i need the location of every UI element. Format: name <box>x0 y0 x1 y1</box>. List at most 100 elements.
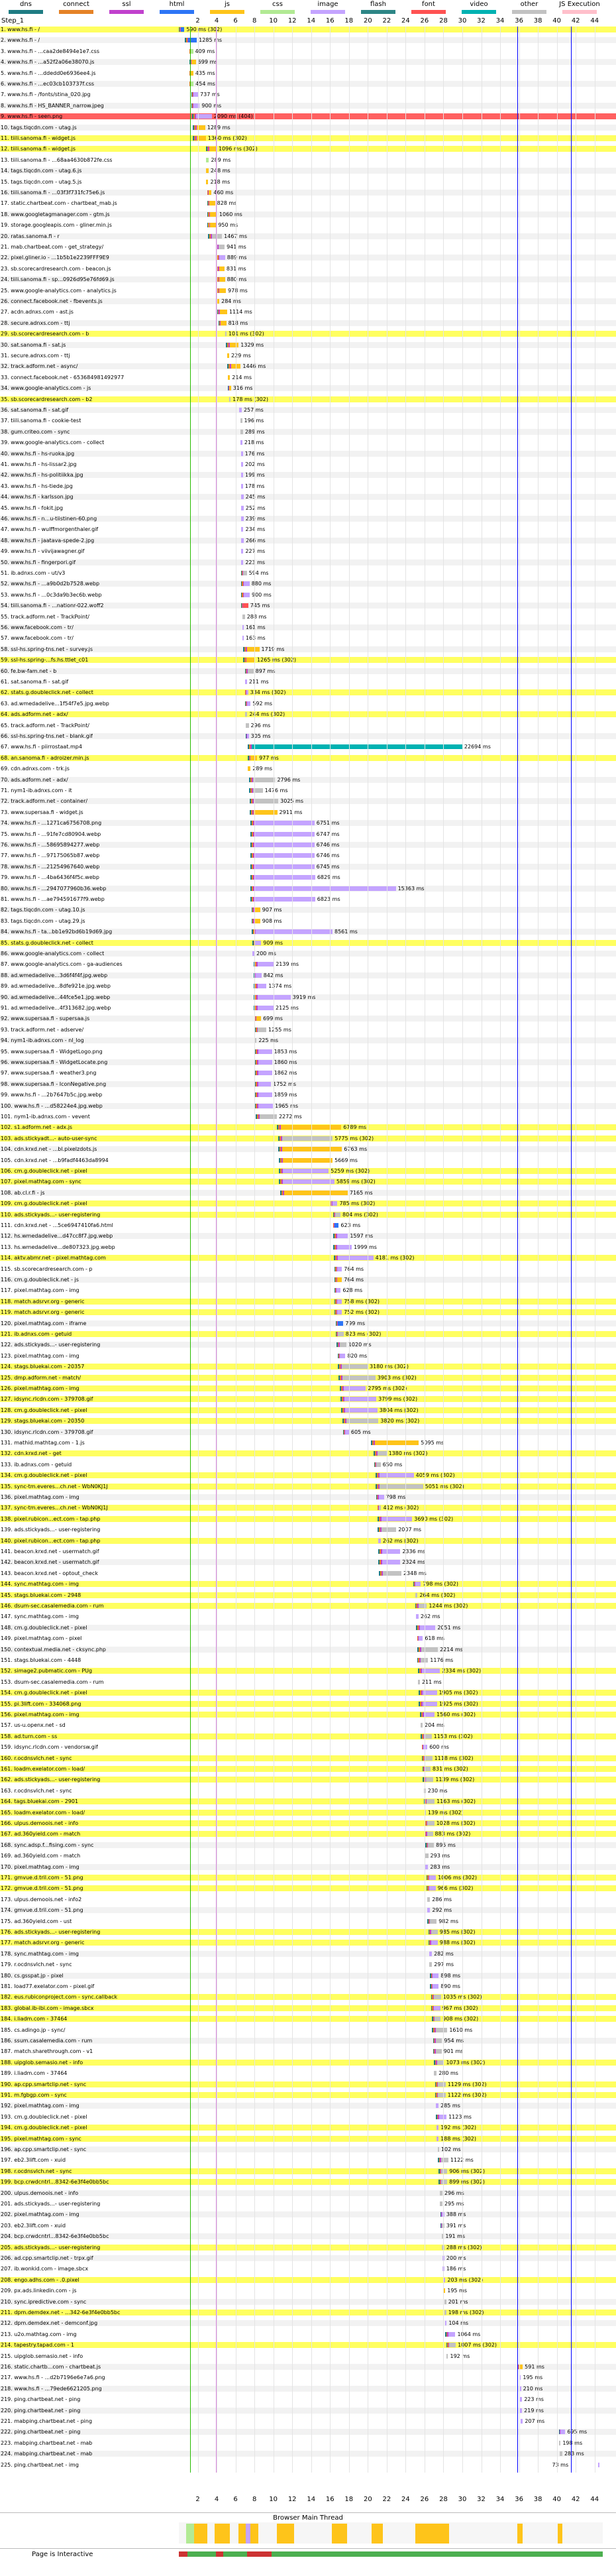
request-label[interactable]: 1. www.hs.fi - / <box>1 27 40 32</box>
request-label[interactable]: 58. ssl-hs.spring-tns.net - survey.js <box>1 646 93 652</box>
request-label[interactable]: 220. ping.chartbeat.net - ping <box>1 2407 81 2414</box>
request-label[interactable]: 219. ping.chartbeat.net - ping <box>1 2396 81 2403</box>
request-label[interactable]: 21. mab.chartbeat.com - get_strategy/ <box>1 244 104 250</box>
request-label[interactable]: 207. ib.wonkid.com - image.sbcx <box>1 2266 89 2272</box>
request-label[interactable]: 215. uipglob.semasio.net - info <box>1 2353 83 2359</box>
request-row[interactable]: 1. www.hs.fi - /590 ms (302) <box>0 27 616 32</box>
request-label[interactable]: 66. ssl-hs.spring-tns.net - blank.gif <box>1 733 93 739</box>
request-label[interactable]: 158. ad.turn.com - ss <box>1 1733 58 1739</box>
request-label[interactable]: 12. tiili.sanoma.fi - widget.js <box>1 146 76 152</box>
request-label[interactable]: 114. aktv.abmr.net - pixel.mathtag.com <box>1 1255 106 1261</box>
request-label[interactable]: 183. global.ib-ibi.com - image.sbcx <box>1 2005 94 2011</box>
request-label[interactable]: 27. acdn.adnxs.com - ast.js <box>1 309 74 316</box>
request-label[interactable]: 209. px.ads.linkedin.com - js <box>1 2288 77 2294</box>
request-row[interactable]: 25. www.google-analytics.com - analytics… <box>0 288 616 294</box>
request-label[interactable]: 91. ad.wmedadelive...4f313682.jpg.webp <box>1 1005 111 1011</box>
request-label[interactable]: 202. pixel.mathtag.com - img <box>1 2211 79 2218</box>
request-label[interactable]: 82. tags.tiqcdn.com - utag.10.js <box>1 907 85 913</box>
request-label[interactable]: 132. cdn.krxd.net - get <box>1 1450 62 1457</box>
request-label[interactable]: 49. www.hs.fi - viivijawagner.gif <box>1 548 85 555</box>
request-label[interactable]: 133. ib.adnxs.com - getuid <box>1 1461 72 1468</box>
request-label[interactable]: 106. cm.g.doubleclick.net - pixel <box>1 1168 87 1174</box>
request-label[interactable]: 223. mabping.chartbeat.net - mab <box>1 2439 93 2446</box>
request-label[interactable]: 213. u2o.mathtag.com - img <box>1 2331 77 2337</box>
request-label[interactable]: 83. tags.tiqcdn.com - utag.29.js <box>1 917 85 924</box>
request-row[interactable]: 22. pixel.gliner.io - ...1b5b1e2239FFF9E… <box>0 255 616 261</box>
request-label[interactable]: 112. hs.wmedadelive...d47cc8f7.jpg.webp <box>1 1233 113 1240</box>
request-row[interactable]: 70. ads.adform.net - adx/2796 ms <box>0 776 616 783</box>
request-label[interactable]: 109. cm.g.doubleclick.net - pixel <box>1 1200 87 1207</box>
request-label[interactable]: 92. www.supersaa.fi - supersaa.js <box>1 1016 90 1022</box>
request-row[interactable]: 165. loadm.exelator.com - load/139 ms (3… <box>0 1809 616 1816</box>
request-label[interactable]: 211. dpm.demdex.net - ...342-6e3f4e0bb5b… <box>1 2310 121 2315</box>
request-row[interactable]: 65. track.adform.net - TrackPoint/296 ms <box>0 723 616 729</box>
request-label[interactable]: 5. www.hs.fi - ...ddedd0e6936ee4.js <box>1 70 96 76</box>
request-label[interactable]: 171. gmvue.d.tril.com - 51.png <box>1 1875 83 1881</box>
request-label[interactable]: 47. www.hs.fi - wulffmorgenthaler.gif <box>1 526 99 533</box>
request-label[interactable]: 199. bcp.crwdcntrl...8342-6e3f4e0bb5bc <box>1 2179 109 2186</box>
request-label[interactable]: 160. r.ocdnsvlch.net - sync <box>1 1755 72 1761</box>
request-row[interactable]: 125. dmp.adform.net - match/3903 ms (302… <box>0 1374 616 1381</box>
request-label[interactable]: 174. gmvue.d.tril.com - 51.png <box>1 1907 83 1914</box>
request-label[interactable]: 110. ads.stickyads...- user-registering <box>1 1211 101 1218</box>
request-row[interactable]: 72. track.adform.net - container/3025 ms <box>0 798 616 805</box>
request-label[interactable]: 51. ib.adnxs.com - ut/v3 <box>1 570 66 576</box>
request-label[interactable]: 150. contextual.media.net - cksync.php <box>1 1646 106 1653</box>
request-row[interactable]: 211. dpm.demdex.net - ...342-6e3f4e0bb5b… <box>0 2310 616 2315</box>
request-label[interactable]: 80. www.hs.fi - ...2947077960b36.webp <box>1 885 107 892</box>
request-row[interactable]: 21. mab.chartbeat.com - get_strategy/941… <box>0 244 616 250</box>
request-row[interactable]: 24. tiili.sanoma.fi - sp...0926d95e76fd6… <box>0 276 616 283</box>
request-label[interactable]: 163. r.ocdnsvlch.net - sync <box>1 1787 72 1794</box>
request-label[interactable]: 105. cdn.krxd.net - ...b9fadf4463da8994 <box>1 1157 109 1163</box>
request-row[interactable]: 32. track.adform.net - async/1446 ms <box>0 363 616 370</box>
request-label[interactable]: 10. tags.tiqcdn.com - utag.js <box>1 124 77 131</box>
request-label[interactable]: 17. static.chartbeat.com - chartbeat_mab… <box>1 200 117 207</box>
request-label[interactable]: 116. cm.g.doubleclick.net - js <box>1 1277 79 1283</box>
request-label[interactable]: 201. ads.stickyads...- user-registering <box>1 2201 101 2207</box>
request-label[interactable]: 36. sat.sanoma.fi - sat.gif <box>1 407 69 413</box>
request-label[interactable]: 104. cdn.krxd.net - ...bl.pixelzdots.js <box>1 1146 97 1153</box>
request-label[interactable]: 147. sync.mathtag.com - img <box>1 1613 79 1620</box>
request-label[interactable]: 73. www.supersaa.fi - widget.js <box>1 809 83 815</box>
request-label[interactable]: 11. tiili.sanoma.fi - widget.js <box>1 135 76 141</box>
request-label[interactable]: 135. sync-tm.everes...ch.net - WbN0KJ1J <box>1 1483 108 1490</box>
